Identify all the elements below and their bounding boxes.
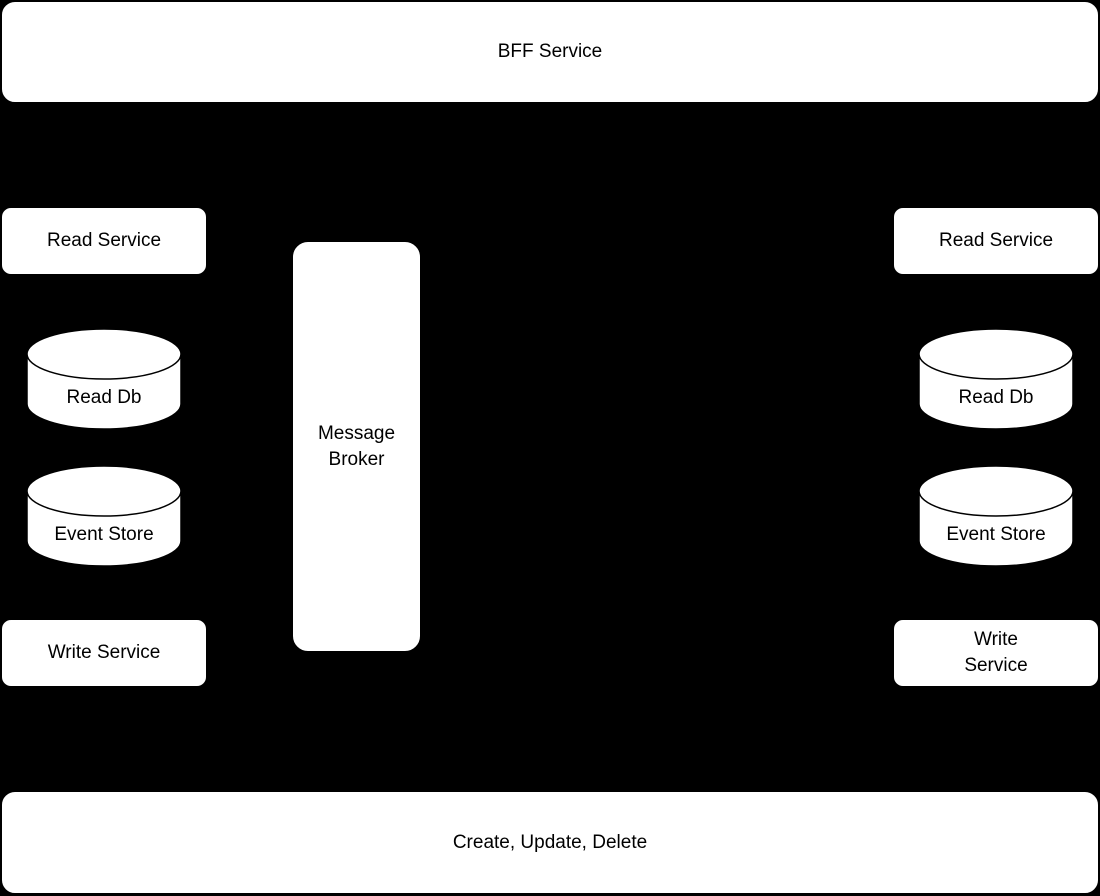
right-read-service-box: Read Service xyxy=(893,207,1099,275)
left-event-store-cylinder: Event Store xyxy=(26,465,182,567)
right-write-service-label-line2: Service xyxy=(964,655,1028,676)
right-read-service-label: Read Service xyxy=(938,230,1054,251)
left-read-service-label: Read Service xyxy=(46,230,162,251)
right-event-store-label: Event Store xyxy=(946,524,1046,545)
right-write-service-box: Write Service xyxy=(893,619,1099,687)
left-write-service-box: Write Service xyxy=(1,619,207,687)
message-broker-label-line1: Message xyxy=(317,422,396,444)
left-read-db-label: Read Db xyxy=(66,387,142,408)
left-read-db-cylinder: Read Db xyxy=(26,328,182,430)
left-read-service-box: Read Service xyxy=(1,207,207,275)
left-write-service-label: Write Service xyxy=(47,642,161,663)
right-read-db-cylinder: Read Db xyxy=(918,328,1074,430)
crud-box: Create, Update, Delete xyxy=(1,791,1099,894)
right-event-store-cylinder: Event Store xyxy=(918,465,1074,567)
bff-service-box: BFF Service xyxy=(1,1,1099,103)
bff-service-label: BFF Service xyxy=(497,41,603,62)
database-icon xyxy=(918,465,1074,567)
right-read-db-label: Read Db xyxy=(958,387,1034,408)
message-broker-label-line2: Broker xyxy=(328,448,385,470)
crud-label: Create, Update, Delete xyxy=(452,831,648,853)
left-event-store-label: Event Store xyxy=(54,524,154,545)
database-icon xyxy=(26,328,182,430)
database-icon xyxy=(26,465,182,567)
message-broker-box: Message Broker xyxy=(292,241,421,652)
right-write-service-label-line1: Write xyxy=(974,629,1018,650)
database-icon xyxy=(918,328,1074,430)
